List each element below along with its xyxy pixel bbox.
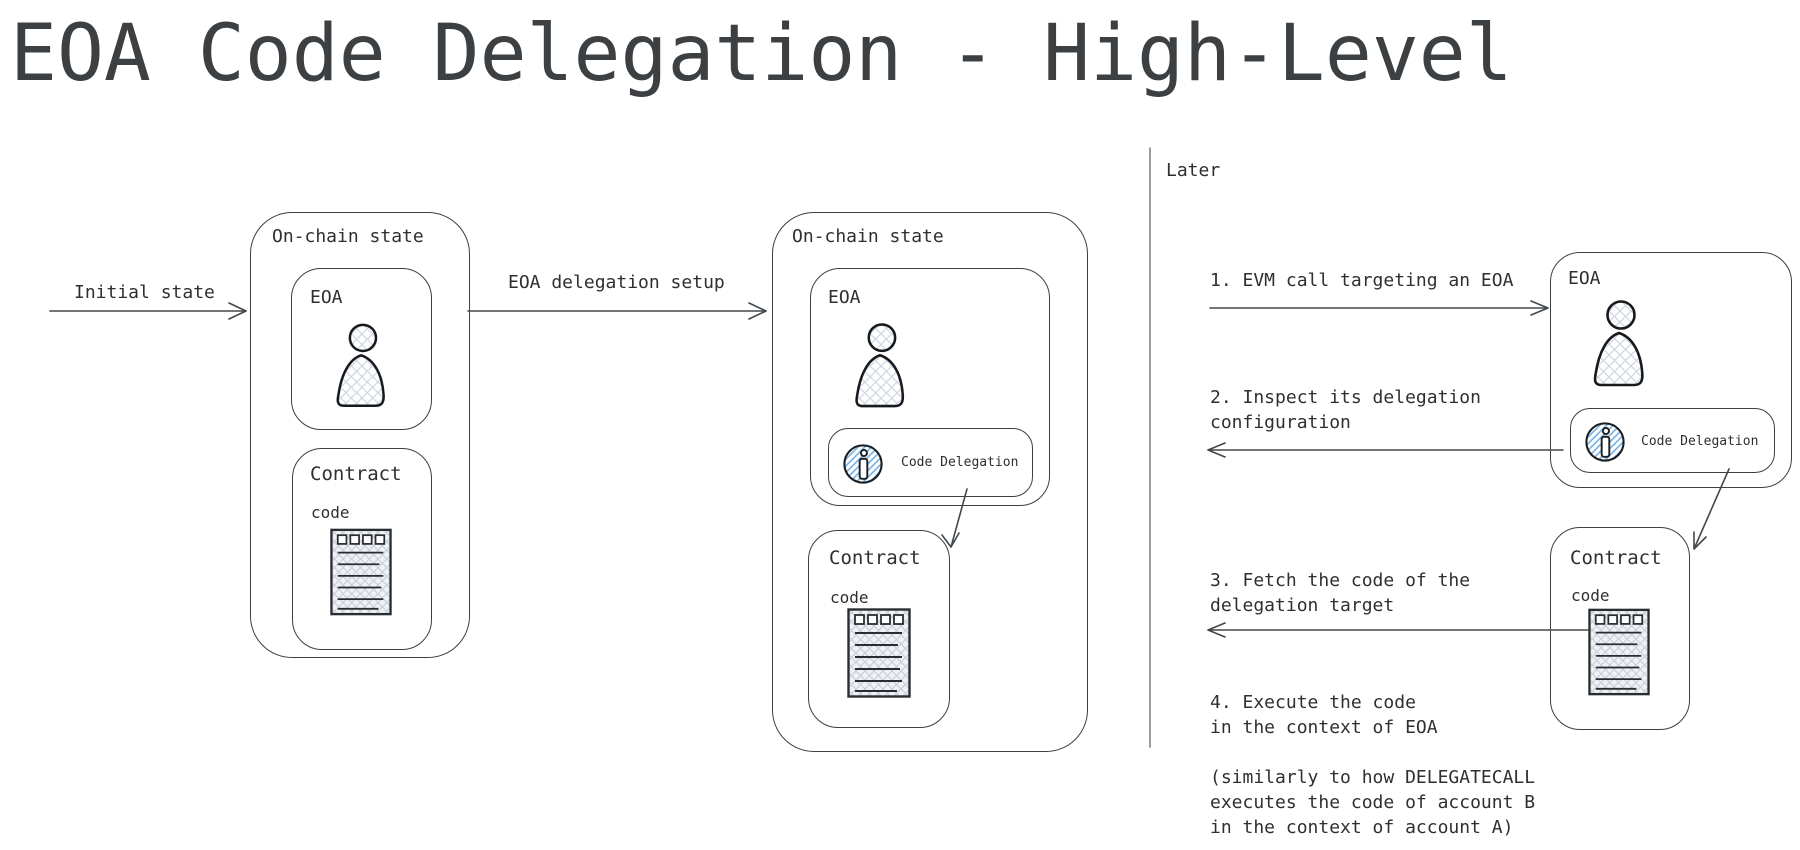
eoa-label-initial: EOA [310,287,343,308]
step2-arrow [1207,442,1564,458]
contract-label-later: Contract [1570,547,1662,569]
page-title: EOA Code Delegation - High-Level [10,9,1513,99]
panel-onchain-initial-title: On-chain state [272,226,424,247]
contract-label-initial: Contract [310,463,402,485]
person-icon [330,323,392,409]
code-label-delegated: code [830,588,869,607]
code-delegation-label-delegated: Code Delegation [901,455,1019,470]
later-label: Later [1166,160,1221,181]
contract-label-delegated: Contract [829,547,921,569]
initial-state-arrow-label: Initial state [74,282,215,303]
code-label-initial: code [311,503,350,522]
panel-onchain-delegated-title: On-chain state [792,226,944,247]
initial-state-arrow [49,302,247,320]
step1-label: 1. EVM call targeting an EOA [1210,270,1514,291]
eoa-label-delegated: EOA [828,287,861,308]
step1-arrow [1209,300,1549,316]
step4-label: 4. Execute the code in the context of EO… [1210,692,1438,738]
code-label-later: code [1571,586,1610,605]
person-icon [848,323,912,409]
code-delegation-badge-delegated [828,428,1033,497]
code-delegation-badge-later [1570,408,1775,473]
contract-code-icon [330,527,392,617]
info-icon [842,443,884,485]
contract-code-icon [1588,607,1650,697]
setup-arrow-label: EOA delegation setup [508,272,725,293]
setup-arrow [467,302,767,320]
step3-label: 3. Fetch the code of the delegation targ… [1210,570,1471,616]
eoa-label-later: EOA [1568,268,1601,289]
delegatecall-note: (similarly to how DELEGATECALL executes … [1210,767,1536,838]
contract-code-icon [847,608,911,698]
code-delegation-label-later: Code Delegation [1641,434,1759,449]
step2-label: 2. Inspect its delegation configuration [1210,387,1481,433]
step3-arrow [1207,622,1589,638]
person-icon [1586,300,1652,388]
info-icon [1584,421,1626,463]
